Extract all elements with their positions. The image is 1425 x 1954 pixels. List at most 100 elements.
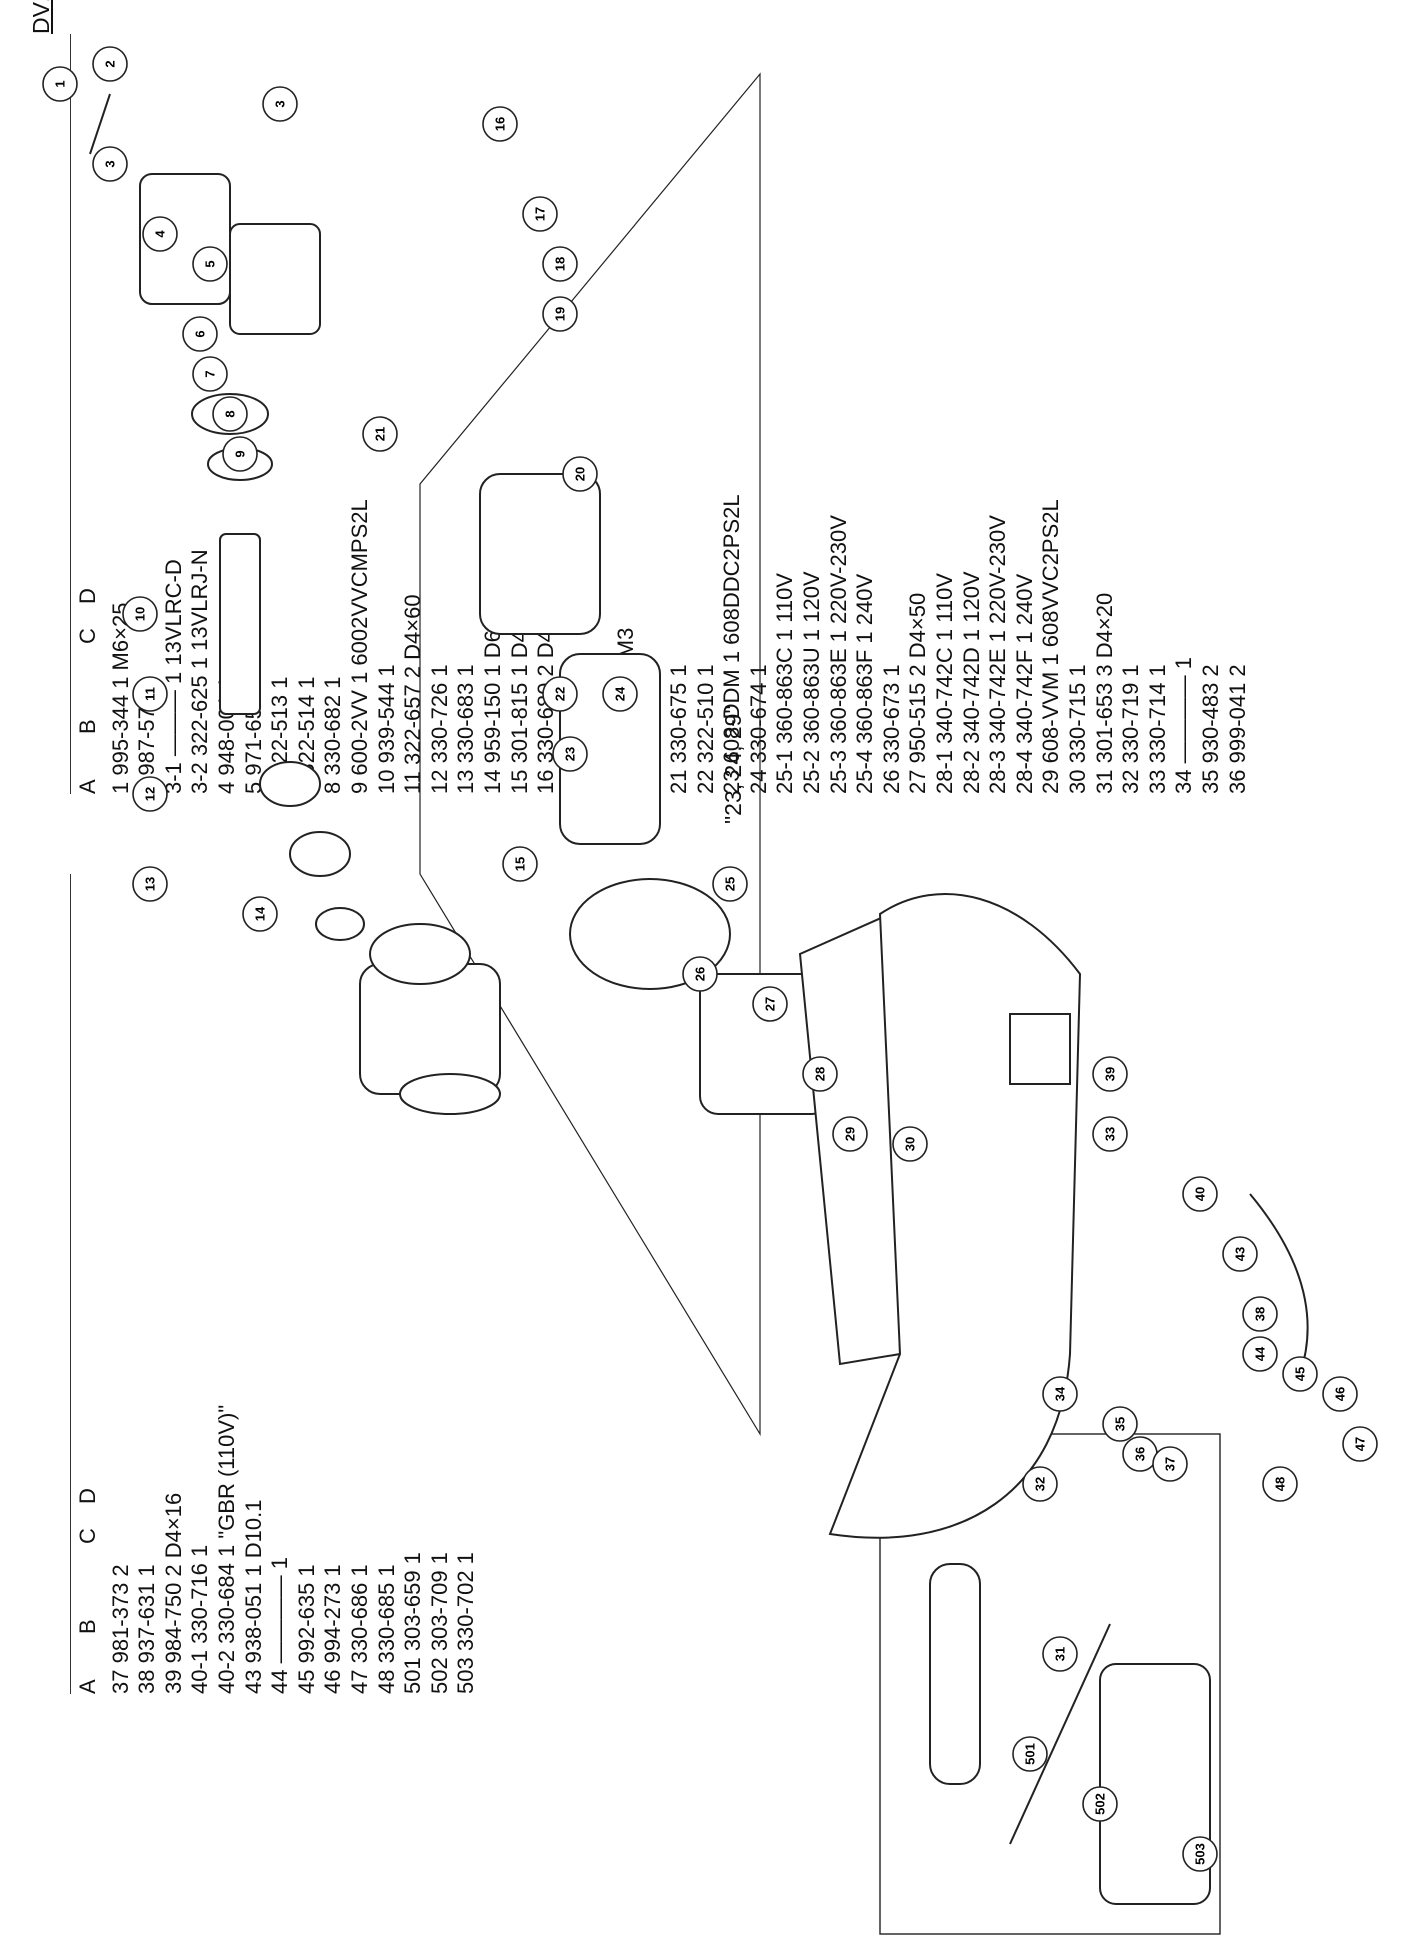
callout-number: 46	[1333, 1387, 1348, 1401]
callout-number: 3	[103, 160, 118, 167]
gear-drawing	[399, 1073, 501, 1115]
callout-number: 29	[843, 1127, 858, 1141]
callout-number: 43	[1233, 1247, 1248, 1261]
callout-number: 31	[1053, 1647, 1068, 1661]
bearing-drawing	[289, 831, 351, 877]
cord-drawing	[1249, 1193, 1309, 1375]
callout-number: 502	[1093, 1793, 1108, 1815]
callout-number: 30	[903, 1137, 918, 1151]
callout-circle	[712, 866, 748, 902]
callout-number: 5	[203, 260, 218, 267]
callout-circle	[1102, 1406, 1138, 1442]
chuck-drawing-2	[229, 223, 321, 335]
callout-circle	[122, 596, 158, 632]
callout-circle	[552, 736, 588, 772]
callout-number: 6	[193, 330, 208, 337]
callout-circle	[1182, 1836, 1218, 1872]
callout-number: 10	[133, 607, 148, 621]
callout-circle	[1322, 1376, 1358, 1412]
callout-number: 27	[763, 997, 778, 1011]
callout-number: 20	[573, 467, 588, 481]
callout-circle	[92, 146, 128, 182]
callout-circle	[42, 66, 78, 102]
callout-number: 13	[143, 877, 158, 891]
callout-number: 34	[1053, 1386, 1068, 1401]
callout-number: 15	[513, 857, 528, 871]
callout-circle	[1092, 1056, 1128, 1092]
callout-circle	[542, 296, 578, 332]
callout-number: 2	[103, 60, 118, 67]
callout-number: 8	[223, 410, 238, 417]
callout-number: 11	[143, 687, 158, 701]
callout-number: 26	[693, 967, 708, 981]
annotation-23-24-29: "23, 24, 29"	[720, 705, 746, 824]
callout-circle	[182, 316, 218, 352]
callout-circle	[1342, 1426, 1378, 1462]
callout-circle	[1042, 1636, 1078, 1672]
callout-number: 16	[493, 117, 508, 131]
callout-number: 36	[1133, 1447, 1148, 1461]
callout-number: 33	[1103, 1127, 1118, 1141]
callout-number: 37	[1163, 1457, 1178, 1471]
callout-number: 501	[1023, 1743, 1038, 1765]
callout-number: 4	[153, 230, 168, 238]
callout-number: 45	[1293, 1367, 1308, 1381]
callout-circle	[1092, 1116, 1128, 1152]
callout-circle	[1012, 1736, 1048, 1772]
case-drawing	[1099, 1663, 1211, 1905]
callout-number: 18	[553, 257, 568, 271]
callout-circle	[1152, 1446, 1188, 1482]
callout-number: 48	[1273, 1477, 1288, 1491]
callout-number: 1	[53, 80, 68, 87]
callout-number: 17	[533, 207, 548, 221]
callout-circle	[362, 416, 398, 452]
callout-number: 44	[1253, 1346, 1268, 1361]
callout-circle	[522, 196, 558, 232]
callout-circle	[212, 396, 248, 432]
callout-circle	[192, 246, 228, 282]
callout-circle	[132, 866, 168, 902]
callout-circle	[1042, 1376, 1078, 1412]
ring-drawing	[315, 907, 365, 941]
callout-number: 22	[553, 687, 568, 701]
callout-circle	[542, 246, 578, 282]
callout-number: 32	[1033, 1477, 1048, 1491]
callout-circle	[142, 216, 178, 252]
callout-number: 19	[553, 307, 568, 321]
callout-circle	[262, 86, 298, 122]
callout-circle	[1022, 1466, 1058, 1502]
callout-circle	[892, 1126, 928, 1162]
callout-circle	[562, 456, 598, 492]
switch-drawing	[1009, 1013, 1071, 1085]
callout-circle	[502, 846, 538, 882]
ring-drawing	[259, 761, 321, 807]
callout-circle	[1282, 1356, 1318, 1392]
callout-group: 1233456789101112131415161718192021222324…	[42, 46, 1378, 1872]
callout-circle	[132, 776, 168, 812]
callout-circle	[542, 676, 578, 712]
callout-circle	[92, 46, 128, 82]
callout-number: 47	[1353, 1437, 1368, 1451]
callout-circle	[602, 676, 638, 712]
callout-circle	[242, 896, 278, 932]
callout-number: 24	[613, 686, 628, 701]
callout-circle	[682, 956, 718, 992]
callout-circle	[1082, 1786, 1118, 1822]
housing-collar-drawing	[369, 923, 471, 985]
callout-circle	[1242, 1336, 1278, 1372]
callout-number: 40	[1193, 1187, 1208, 1201]
callout-number: 35	[1113, 1417, 1128, 1431]
spindle-drawing	[219, 533, 261, 715]
chuck-key-drawing	[89, 93, 111, 155]
callout-number: 23	[563, 747, 578, 761]
callout-circle	[1242, 1296, 1278, 1332]
group-frame	[419, 72, 761, 1437]
callout-number: 39	[1103, 1067, 1118, 1081]
callout-number: 9	[233, 450, 248, 457]
gear-cover-drawing	[479, 473, 601, 635]
side-handle-drawing	[929, 1563, 981, 1785]
callout-circle	[802, 1056, 838, 1092]
callout-circle	[1262, 1466, 1298, 1502]
